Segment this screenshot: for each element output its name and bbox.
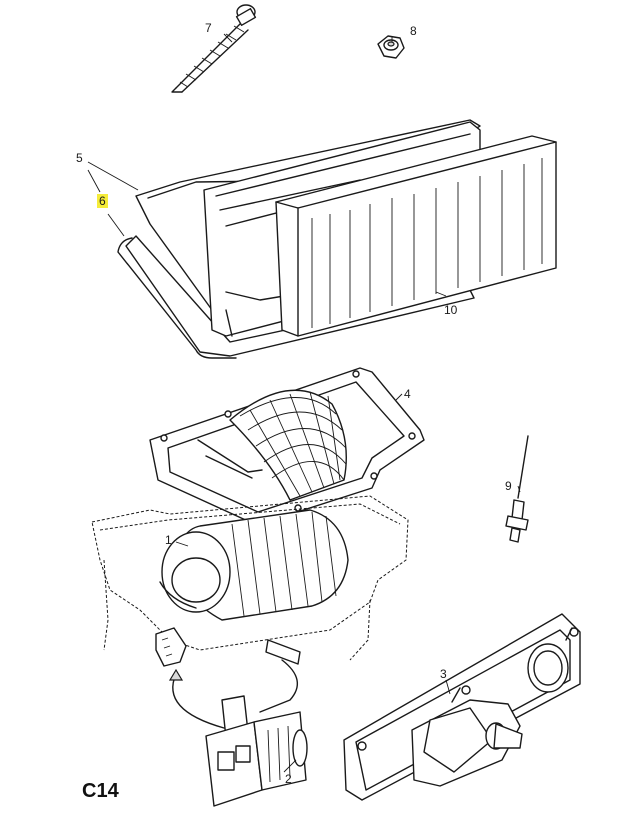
part-4-blower-cover bbox=[149, 367, 425, 525]
part-7-screw bbox=[171, 4, 257, 93]
callout-10: 10 bbox=[444, 303, 458, 317]
part-10-filter-element bbox=[275, 135, 557, 337]
leader-lines bbox=[87, 33, 521, 773]
callout-6: 6 bbox=[97, 194, 108, 208]
callout-2: 2 bbox=[285, 772, 292, 786]
callout-7: 7 bbox=[205, 21, 212, 35]
callout-1: 1 bbox=[165, 533, 172, 547]
page-code: C14 bbox=[82, 780, 119, 802]
part-8-nut bbox=[377, 35, 405, 59]
part-3-control-panel bbox=[343, 613, 581, 801]
part-2-resistor bbox=[205, 639, 308, 807]
callout-8: 8 bbox=[410, 24, 417, 38]
part-1-blower-fan bbox=[91, 495, 409, 661]
callout-3: 3 bbox=[440, 667, 447, 681]
callout-4: 4 bbox=[404, 387, 411, 401]
connector-clip bbox=[155, 627, 225, 729]
callout-5: 5 bbox=[76, 151, 83, 165]
part-9-rivet bbox=[505, 435, 529, 543]
callout-9: 9 bbox=[505, 479, 512, 493]
